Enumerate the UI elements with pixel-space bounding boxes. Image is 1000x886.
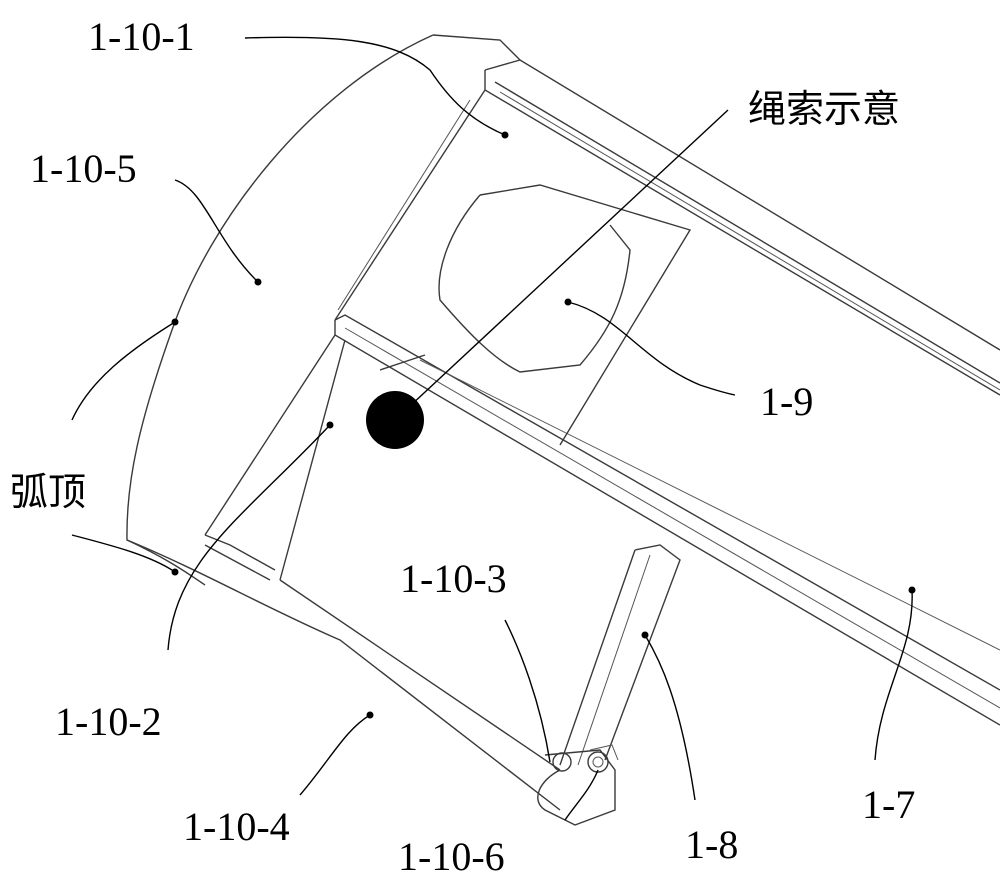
label-rope: 绳索示意	[748, 87, 900, 131]
leader-1-8	[644, 634, 696, 801]
dot-1-10-1	[501, 131, 509, 139]
dot-1-10-4	[366, 711, 374, 719]
leader-1-10-2	[167, 424, 331, 651]
label-1-10-2: 1-10-2	[55, 699, 162, 744]
leader-1-10-6	[564, 769, 599, 821]
middle-beam	[204, 314, 1000, 726]
dot-1-7	[908, 586, 916, 594]
label-1-8: 1-8	[685, 822, 738, 867]
label-1-10-1: 1-10-1	[88, 14, 195, 59]
dot-arc-top-upper	[171, 318, 179, 326]
dot-1-10-5	[254, 278, 262, 286]
plate-1-9	[438, 184, 692, 446]
label-1-7: 1-7	[862, 782, 915, 827]
rope-marker	[366, 391, 424, 449]
leader-1-10-4	[299, 714, 371, 796]
label-arc-top: 弧顶	[10, 470, 86, 514]
strut-1-8	[559, 544, 681, 766]
leader-arc-top-lower	[71, 534, 176, 573]
end-cap-1-10-6	[537, 744, 619, 826]
dot-1-10-2	[326, 421, 334, 429]
leader-1-10-5	[174, 179, 259, 283]
label-1-10-4: 1-10-4	[183, 804, 290, 849]
leader-1-9	[567, 301, 736, 396]
label-1-10-3: 1-10-3	[400, 556, 507, 601]
label-1-9: 1-9	[760, 379, 813, 424]
dot-1-8	[641, 631, 649, 639]
leader-1-10-1	[244, 36, 506, 136]
arc-top-panel	[126, 34, 561, 811]
leader-1-10-3	[504, 619, 551, 763]
lower-rail	[204, 354, 1000, 771]
dot-1-9	[564, 298, 572, 306]
leader-1-7	[874, 589, 913, 761]
leader-arc-top	[71, 321, 176, 421]
label-1-10-5: 1-10-5	[30, 146, 137, 191]
upper-rail	[334, 59, 1000, 396]
leader-rope	[394, 109, 729, 421]
label-1-10-6: 1-10-6	[398, 834, 505, 879]
dot-arc-top-lower	[171, 568, 179, 576]
